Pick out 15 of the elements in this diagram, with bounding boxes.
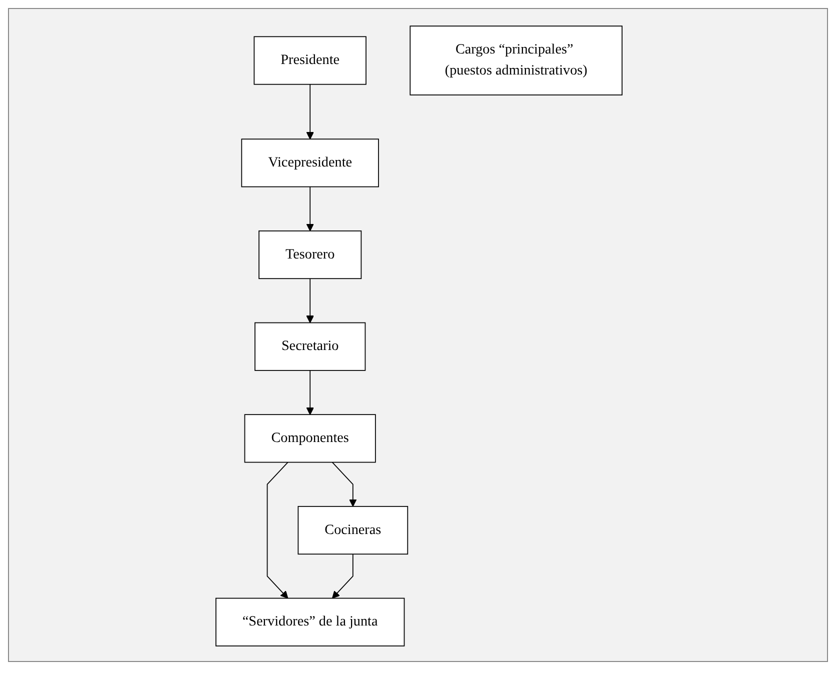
arrow: [332, 462, 357, 507]
arrow: [332, 554, 354, 599]
node-box: Secretario: [254, 322, 366, 371]
node-box: Presidente: [254, 36, 366, 85]
arrow: [306, 370, 314, 415]
node-box: “Servidores” de la junta: [215, 598, 405, 646]
arrow: [306, 278, 314, 324]
node-box: Vicepresidente: [241, 138, 379, 188]
arrow: [266, 462, 288, 599]
arrow: [306, 186, 314, 232]
node-box: Cocineras: [298, 506, 408, 555]
node-box: Componentes: [244, 414, 376, 463]
arrow: [306, 84, 314, 140]
node-box: Cargos “principales” (puestos administrativos): [410, 26, 623, 96]
node-box: Tesorero: [258, 230, 362, 280]
